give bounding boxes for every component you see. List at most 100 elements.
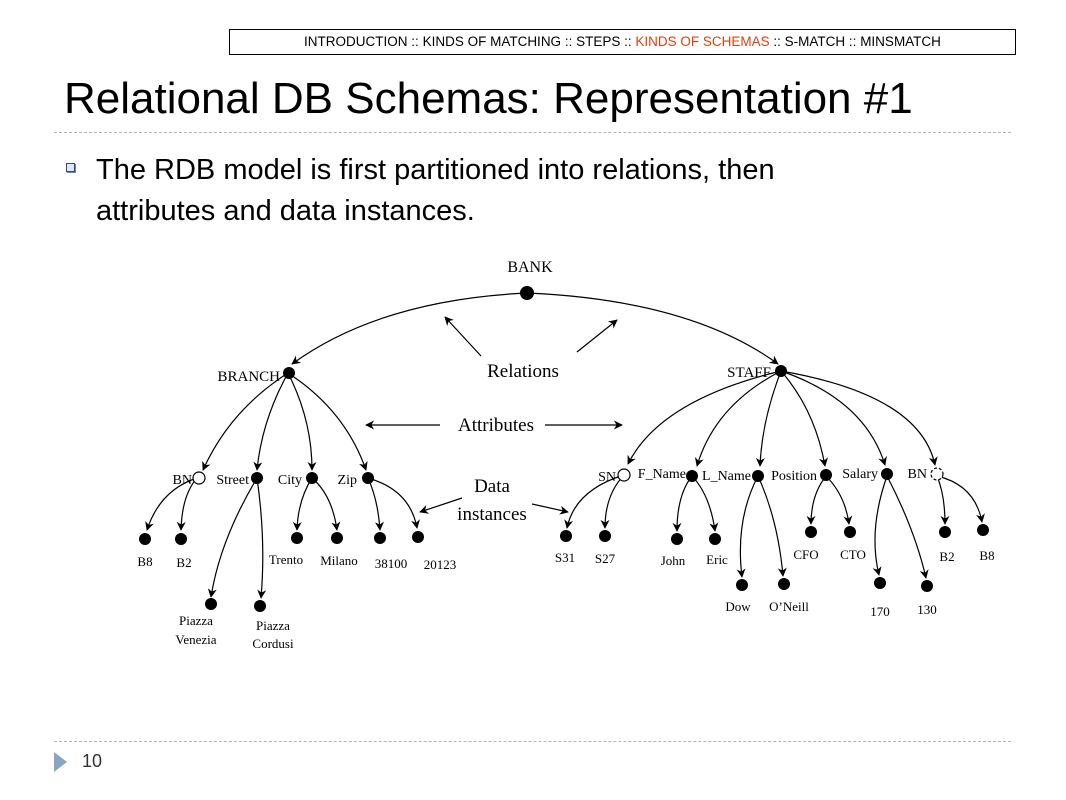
label-eric: Eric [706,552,728,567]
edge-city-milano [311,477,341,531]
label-branch: BRANCH [217,369,280,385]
edge-lname-dow [736,475,759,578]
nav-separator: :: [561,34,577,49]
legend-data-line2: instances [457,504,527,525]
node-s31 [560,530,572,542]
node-130 [921,580,933,592]
nav-separator: :: [620,34,636,49]
nav-item-minsmatch[interactable]: MINSMATCH [860,34,941,49]
label-170: 170 [870,604,890,619]
node-staff-b2 [939,526,951,538]
data-arrow-right [531,503,569,515]
node-john [671,533,683,545]
node-bank [520,286,534,300]
node-piazza-venezia [205,598,217,610]
node-lname [752,470,764,482]
node-s27 [599,530,611,542]
edge-staff-sn [627,370,782,465]
label-city: City [278,473,302,488]
label-s27: S27 [595,551,616,566]
edge-staff-lname [755,370,782,467]
edge-fname-john [672,475,693,532]
relations-arrow-right [576,319,618,353]
node-trento [291,532,303,544]
square-bullet-icon [66,163,75,172]
label-dow: Dow [725,599,751,614]
nav-separator: :: [769,34,785,49]
bullet-line-2: attributes and data instances. [96,195,475,227]
label-branch-bn: BN [173,473,192,488]
edge-branch-street [253,372,289,471]
edge-staff-position [780,370,829,467]
edge-branch-city [287,372,317,471]
node-salary [881,468,893,480]
node-staff-b8 [977,524,989,536]
node-oneill [778,578,790,590]
node-branch-bn [192,471,206,485]
node-cfo [805,526,817,538]
label-b2: B2 [176,555,191,570]
label-milano: Milano [320,553,358,568]
node-38100 [374,532,386,544]
footer-divider [54,741,1011,742]
node-city [306,472,318,484]
page-title: Relational DB Schemas: Representation #1 [64,74,913,123]
nav-item-kinds-of-schemas[interactable]: KINDS OF SCHEMAS [635,34,770,49]
tree-nodes [139,286,989,612]
edge-zip-38100 [367,477,384,531]
triangle-right-icon [54,752,67,772]
node-staff [775,365,787,377]
label-20123: 20123 [424,557,457,572]
edge-salary-170 [872,475,888,576]
edge-staffbn-b2 [936,475,950,525]
label-staff-bn: BN [908,467,927,482]
breadcrumb-nav: INTRODUCTION :: KINDS OF MATCHING :: STE… [229,29,1016,55]
edge-street-piazza2 [256,477,267,599]
nav-item-introduction[interactable]: INTRODUCTION [304,34,408,49]
node-street [251,472,263,484]
nav-item-s-match[interactable]: S-MATCH [784,34,846,49]
node-eric [709,533,721,545]
node-b8 [139,533,151,545]
edge-staff-bn [780,370,938,466]
relations-arrow-left [444,316,482,357]
data-arrow-left [419,497,463,514]
edge-lname-oneill [757,475,787,577]
edge-sn-s31 [564,474,625,529]
label-staff: STAFF [727,365,771,381]
node-b2 [175,533,187,545]
edge-branch-bn [202,372,289,471]
node-staff-bn [930,467,944,481]
edge-fname-eric [691,475,719,532]
tree-labels: BANK BRANCH STAFF Relations Attributes D… [137,259,994,651]
nav-item-steps[interactable]: STEPS [576,34,621,49]
bullet-line-1: The RDB model is first partitioned into … [96,154,775,186]
label-sn: SN [598,470,616,485]
nav-item-kinds-of-matching[interactable]: KINDS OF MATCHING [422,34,562,49]
edge-staff-salary [780,370,887,466]
edge-branch-zip [287,372,368,471]
bullet-text: The RDB model is first partitioned into … [96,150,775,232]
node-branch [283,367,295,379]
edge-staff-fname [694,370,782,467]
node-piazza-cordusi [254,600,266,612]
node-dow [736,579,748,591]
label-john: John [661,553,686,568]
edge-bank-branch [291,292,528,365]
tree-edges [145,292,985,599]
label-lname: L_Name [702,469,751,484]
node-cto [844,526,856,538]
label-s31: S31 [555,550,575,565]
node-zip [362,472,374,484]
label-cto: CTO [840,547,866,562]
label-38100: 38100 [375,556,408,571]
node-milano [331,532,343,544]
label-130: 130 [917,602,937,617]
page-number: 10 [82,751,103,771]
label-bank: BANK [507,259,553,276]
node-170 [874,577,886,589]
node-fname [686,470,698,482]
label-street: Street [216,473,249,488]
edge-staffbn-b8 [936,475,985,523]
